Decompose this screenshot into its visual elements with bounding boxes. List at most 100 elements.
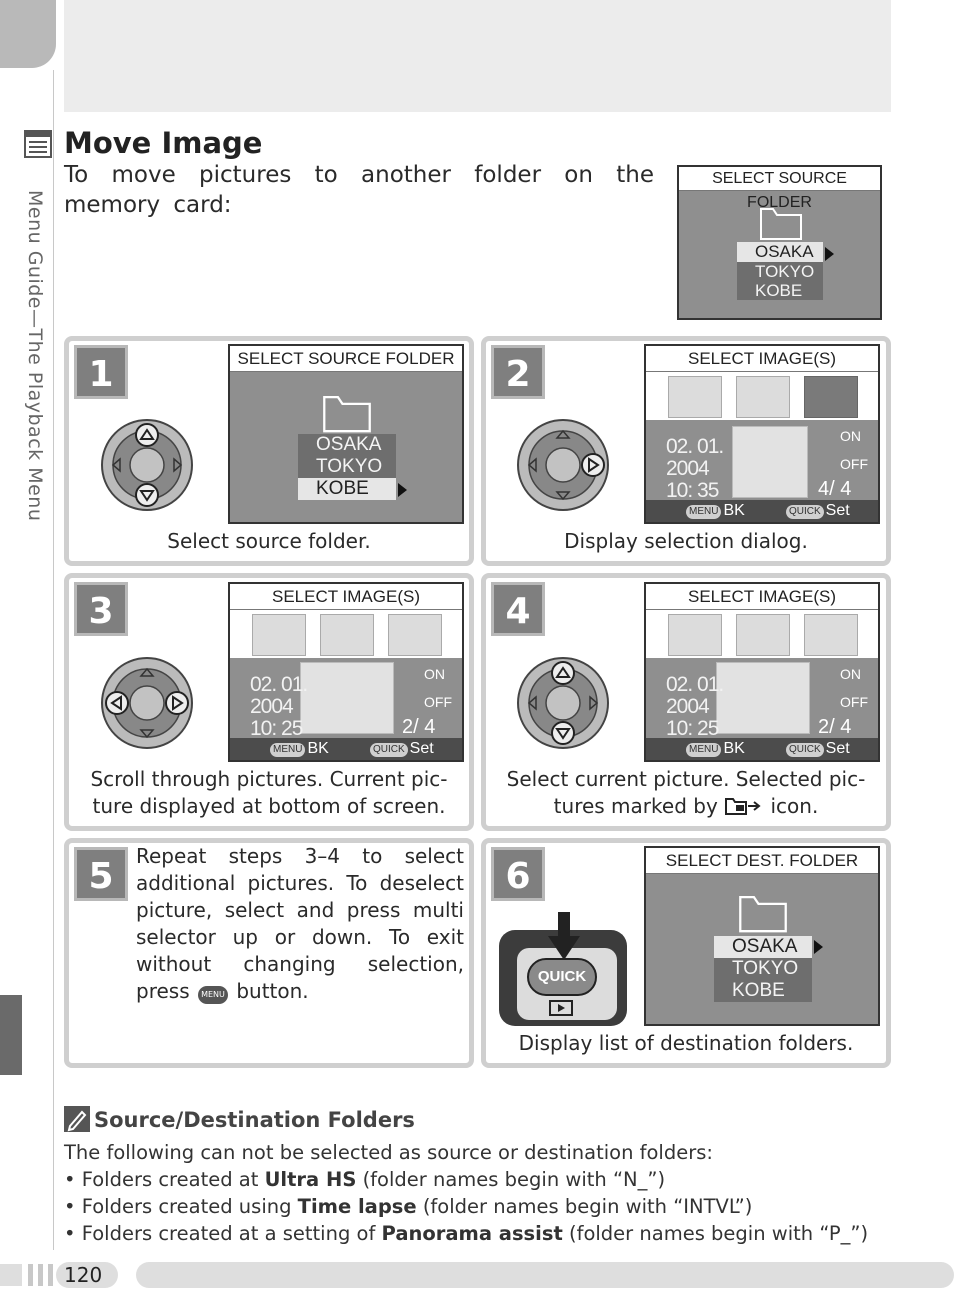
- quick-button-icon: QUICK: [786, 743, 824, 757]
- on-label: ON: [840, 666, 861, 682]
- screen-header: SELECT IMAGE(S): [646, 584, 878, 610]
- current-picture: [716, 662, 810, 734]
- footer-stripes: [0, 1264, 53, 1286]
- step-number: 2: [491, 345, 545, 399]
- thumbnail[interactable]: [804, 376, 858, 418]
- note-bold: Ultra HS: [264, 1168, 357, 1191]
- off-label: OFF: [840, 694, 868, 710]
- multi-selector-right-icon: [517, 419, 609, 511]
- note-text: • Folders created at a setting of: [64, 1222, 382, 1245]
- back-label: BK: [307, 740, 329, 757]
- folder-item[interactable]: KOBE: [732, 980, 785, 1001]
- note-intro: The following can not be selected as sou…: [64, 1141, 713, 1164]
- step-2-screen: SELECT IMAGE(S) 02. 01. 2004 10: 35 ON O…: [644, 344, 880, 524]
- step-1-screen: SELECT SOURCE FOLDER OSAKA TOKYO KOBE: [228, 344, 464, 524]
- quick-button-icon: QUICK: [786, 505, 824, 519]
- playback-icon: [549, 1000, 573, 1016]
- back-label: BK: [723, 502, 745, 519]
- instruction-text: Repeat steps 3–4 to select additional pi…: [136, 844, 464, 1003]
- step-number: 5: [74, 847, 128, 901]
- caption-text: tures marked by: [553, 794, 718, 818]
- current-picture: [300, 662, 394, 734]
- folder-icon: [760, 208, 802, 240]
- sidebar-label: Menu Guide—The Playback Menu: [24, 190, 46, 522]
- note-bold: Time lapse: [297, 1195, 417, 1218]
- menu-guide-icon: [24, 130, 52, 158]
- thumbnail[interactable]: [668, 376, 722, 418]
- page-number: 120: [56, 1262, 118, 1288]
- note-text: • Folders created at: [64, 1168, 265, 1191]
- thumbnail[interactable]: [668, 614, 722, 656]
- caption-line: ture displayed at bottom of screen.: [92, 794, 446, 818]
- thumbnail[interactable]: [736, 376, 790, 418]
- thumbnail[interactable]: [320, 614, 374, 656]
- time-text: 10: 25: [250, 717, 303, 740]
- header-box: [64, 0, 891, 112]
- folder-icon: [739, 895, 787, 933]
- folder-item-selected[interactable]: KOBE: [298, 478, 396, 500]
- note-body: The following can not be selected as sou…: [64, 1139, 868, 1247]
- multi-selector-up-down-icon: [517, 657, 609, 749]
- multi-selector-up-down-icon: [101, 419, 193, 511]
- step-number: 3: [74, 582, 128, 636]
- note-heading: Source/Destination Folders: [64, 1106, 415, 1132]
- pencil-icon: [64, 1106, 90, 1132]
- folder-item[interactable]: TOKYO: [316, 456, 383, 477]
- footer-bar: [136, 1262, 954, 1288]
- thumbnail-strip: [646, 610, 878, 658]
- step-2-caption: Display selection dialog.: [564, 529, 808, 553]
- date-text: 02. 01.: [666, 673, 724, 696]
- step-3-screen: SELECT IMAGE(S) 02. 01. 2004 10: 25 ON O…: [228, 582, 464, 762]
- caption-line: Select current picture. Selected pic-: [506, 767, 866, 791]
- note-item: • Folders created at a setting of Panora…: [64, 1220, 868, 1247]
- thumbnail[interactable]: [736, 614, 790, 656]
- folder-item[interactable]: TOKYO: [732, 958, 799, 979]
- image-counter: 2/ 4: [818, 716, 852, 738]
- step-6-screen: SELECT DEST. FOLDER OSAKA TOKYO KOBE: [644, 846, 880, 1026]
- note-text: (folder names begin with “INTVL”): [416, 1195, 753, 1218]
- step-4-caption: Select current picture. Selected pic- tu…: [481, 766, 891, 820]
- folder-item[interactable]: OSAKA: [316, 434, 382, 455]
- current-picture: [732, 426, 808, 498]
- press-arrow-icon: [548, 912, 580, 960]
- year-text: 2004: [666, 695, 710, 718]
- screen-header: SELECT IMAGE(S): [230, 584, 462, 610]
- caption-text: icon.: [770, 794, 819, 818]
- step-1-caption: Select source folder.: [167, 529, 371, 553]
- select-arrow-icon: [825, 247, 834, 261]
- note-text: (folder names begin with “P_”): [562, 1222, 869, 1245]
- folder-item-selected[interactable]: OSAKA: [714, 936, 812, 958]
- menu-button-icon: MENU: [686, 743, 722, 757]
- date-text: 02. 01.: [250, 673, 308, 696]
- image-counter: 4/ 4: [818, 478, 852, 500]
- step-number: 1: [74, 345, 128, 399]
- folder-item[interactable]: KOBE: [755, 281, 803, 300]
- time-text: 10: 25: [666, 717, 719, 740]
- step-5-text: Repeat steps 3–4 to select additional pi…: [136, 843, 464, 1005]
- thumbnail[interactable]: [252, 614, 306, 656]
- top-tab: [0, 0, 56, 68]
- page-title: Move Image: [64, 126, 263, 160]
- year-text: 2004: [666, 457, 710, 480]
- on-label: ON: [840, 428, 861, 444]
- screen-header: SELECT SOURCE FOLDER: [230, 346, 462, 372]
- note-text: • Folders created using: [64, 1195, 298, 1218]
- folder-item-selected[interactable]: OSAKA: [737, 242, 823, 262]
- folder-item[interactable]: TOKYO: [755, 262, 815, 281]
- folder-list: OSAKA TOKYO KOBE: [298, 434, 396, 500]
- date-text: 02. 01.: [666, 435, 724, 458]
- select-arrow-icon: [814, 940, 823, 954]
- quick-button-icon: QUICK: [370, 743, 408, 757]
- quick-button[interactable]: QUICK: [527, 958, 597, 996]
- folder-list: OSAKA TOKYO KOBE: [714, 936, 812, 1002]
- screen-header: SELECT DEST. FOLDER: [646, 848, 878, 874]
- note-bold: Panorama assist: [381, 1222, 563, 1245]
- thumbnail[interactable]: [388, 614, 442, 656]
- thumbnail[interactable]: [804, 614, 858, 656]
- intro-text: To move pictures to another folder on th…: [64, 162, 654, 218]
- section-tab: [0, 995, 22, 1075]
- select-arrow-icon: [398, 483, 407, 497]
